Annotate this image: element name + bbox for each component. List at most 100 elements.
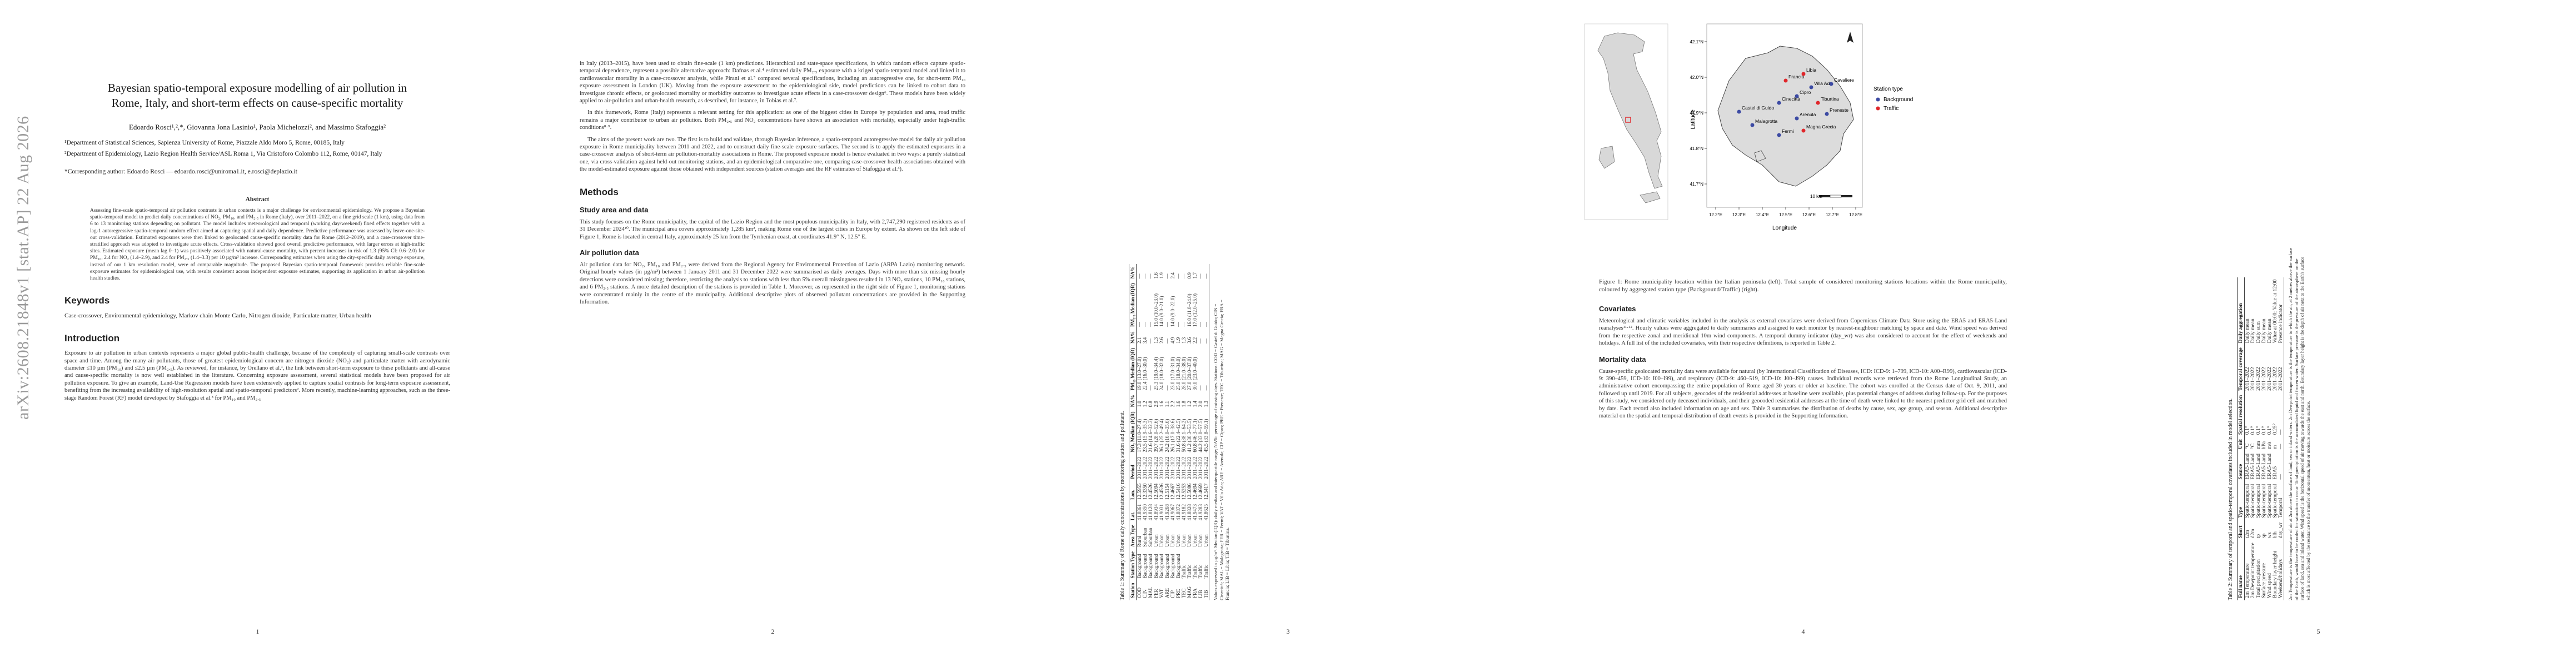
- table-1-cell: 2011–2022: [1187, 456, 1192, 479]
- table-1-cell: —: [1164, 339, 1170, 344]
- abstract-heading: Abstract: [245, 196, 270, 203]
- table-2-cell: —: [2278, 392, 2284, 437]
- table-1-header-cell: NO₂ Median (IQR): [1129, 409, 1137, 455]
- table-1-cell: —: [1181, 273, 1187, 279]
- table-1-cell: FRA: [1192, 588, 1198, 598]
- table-1-cell: 12.4536: [1159, 483, 1164, 500]
- table-1-cell: 12.4694: [1192, 483, 1198, 500]
- y-axis-label: Latitude: [1690, 109, 1696, 130]
- table-1-cell: 1.7: [1192, 272, 1198, 279]
- table-1-header-cell: PM₂.₅ Median (IQR): [1129, 281, 1137, 330]
- station-marker: [1795, 116, 1799, 121]
- legend-background-label: Background: [1884, 97, 1913, 103]
- mortality-heading: Mortality data: [1599, 355, 1646, 364]
- sicily-shape: [1640, 191, 1661, 203]
- table-1-cell: —: [1142, 273, 1148, 279]
- covariates-text: Meteorological and climatic variables in…: [1599, 318, 2007, 347]
- table-2-caption: Table 2: Summary of temporal and spatio-…: [2228, 398, 2234, 600]
- station-marker: [1777, 101, 1781, 105]
- table-2-cell: ERA5-Land: [2250, 454, 2256, 480]
- table-2-cell: Daily mean: [2245, 318, 2250, 344]
- station-marker: [1816, 101, 1820, 105]
- table-1-cell: 1.6: [1175, 401, 1181, 407]
- lon-tick-label: 12.4°E: [1756, 212, 1769, 217]
- table-1-cell: 2011–2022: [1203, 454, 1209, 481]
- table-1-header-cell: Station Type: [1129, 549, 1137, 581]
- table-2-cell: Spatio-temporal: [2256, 484, 2261, 518]
- air-pollution-heading: Air pollution data: [580, 248, 639, 257]
- station-label: Cavaliere: [1834, 77, 1854, 83]
- table-1-cell: 2.6: [1159, 337, 1164, 344]
- table-2-cell: Spatio-temporal: [2267, 484, 2273, 518]
- table-1-cell: Traffic: [1187, 564, 1192, 579]
- station-marker: [1801, 128, 1806, 133]
- table-1-cell: 1.6: [1159, 401, 1164, 407]
- table-1-header-cell: Period: [1129, 454, 1137, 481]
- table-2-cell: Spatio-temporal: [2273, 484, 2278, 518]
- table-2-cell: 2011–2022: [2261, 367, 2267, 391]
- table-1-cell: 2011–2022: [1198, 456, 1203, 479]
- rome-municipality-shape: [1717, 46, 1854, 187]
- table-1-cell: 41.2 (30.3–53.5): [1187, 419, 1192, 452]
- station-marker: [1801, 72, 1806, 76]
- table-1-cell: 30.0 (23.0–40.0): [1192, 357, 1198, 391]
- table-1-cell: Urban: [1187, 534, 1192, 547]
- table-1-cell: 31.6 (22.4–42.5): [1175, 419, 1181, 452]
- station-marker: [1750, 123, 1755, 127]
- table-1-cell: ARE: [1164, 588, 1170, 598]
- lon-tick-label: 12.6°E: [1802, 212, 1816, 217]
- table-1-cell: —: [1203, 264, 1209, 281]
- table-2-rotated: Table 2: Summary of temporal and spatio-…: [2228, 245, 2311, 600]
- table-1-cell: 2011–2022: [1170, 456, 1175, 479]
- table-2-cell: ERA5-Land: [2267, 454, 2273, 480]
- table-1-cell: CIP: [1170, 590, 1175, 598]
- page-3: Table 1: Summary of Rome daily concentra…: [1030, 0, 1546, 667]
- table-2-cell: ws: [2267, 532, 2273, 539]
- table-1-cell: 41.9268: [1164, 504, 1170, 521]
- page-number: 2: [771, 628, 775, 635]
- table-1-cell: —: [1181, 322, 1187, 327]
- table-1-cell: 23.0 (17.0–31.0): [1170, 357, 1175, 391]
- station-label: Libia: [1806, 67, 1816, 73]
- table-1-cell: —: [1148, 273, 1153, 279]
- scale-label: 10 km: [1810, 194, 1822, 199]
- table-1-header-cell: Area Type: [1129, 522, 1137, 550]
- corresponding-author[interactable]: *Corresponding author: Edoardo Rosci — e…: [64, 168, 297, 175]
- italy-panel: [1584, 23, 1668, 220]
- lat-tick-label: 41.9°N: [1690, 111, 1703, 116]
- table-1-cell: 14.0 (9.0–22.0): [1170, 296, 1175, 327]
- page-number: 5: [2316, 628, 2320, 635]
- scale-bar: 10 km: [1810, 194, 1852, 199]
- table-2-header-cell: Source: [2237, 451, 2245, 482]
- table-2-cell: Presence indicator: [2278, 277, 2284, 346]
- station-label: Malagrotta: [1755, 118, 1777, 124]
- table-1-cell: 1.4: [1192, 401, 1198, 407]
- table-1-cell: 2011–2022: [1137, 456, 1142, 479]
- table-2-header-cell: Daily aggregation: [2237, 277, 2245, 346]
- legend-background-marker: [1876, 97, 1880, 102]
- air-pollution-text: Air pollution data for NO₂, PM₁₀ and PM₂…: [580, 261, 965, 305]
- table-1-cell: —: [1198, 273, 1203, 279]
- table-1-cell: 21.6 (14.6–32.3): [1148, 419, 1153, 452]
- sardinia-shape: [1598, 146, 1615, 169]
- rome-location-marker: [1625, 117, 1631, 123]
- table-2-cell: Weekend/holidays: [2278, 540, 2284, 600]
- table-1-cell: 41.9350: [1142, 504, 1148, 521]
- table-1-cell: 41.8872: [1175, 504, 1181, 521]
- table-1-cell: 2.1: [1137, 337, 1142, 344]
- title-line-2: Rome, Italy, and short-term effects on c…: [111, 96, 403, 109]
- table-1-cell: 2.0: [1198, 401, 1203, 407]
- arxiv-identifier[interactable]: arXiv:2608.21848v1 [stat.AP] 22 Aug 2026: [14, 116, 32, 420]
- table-1-cell: 14.0 (9.0–21.0): [1159, 296, 1164, 327]
- table-2-cell: Total precipitation: [2256, 559, 2261, 598]
- table-1-cell: 60.8 (46.3–77.1): [1192, 419, 1198, 452]
- intro-continued: in Italy (2013–2015), have been used to …: [580, 61, 965, 104]
- table-2-cell: Spatio-temporal: [2250, 484, 2256, 518]
